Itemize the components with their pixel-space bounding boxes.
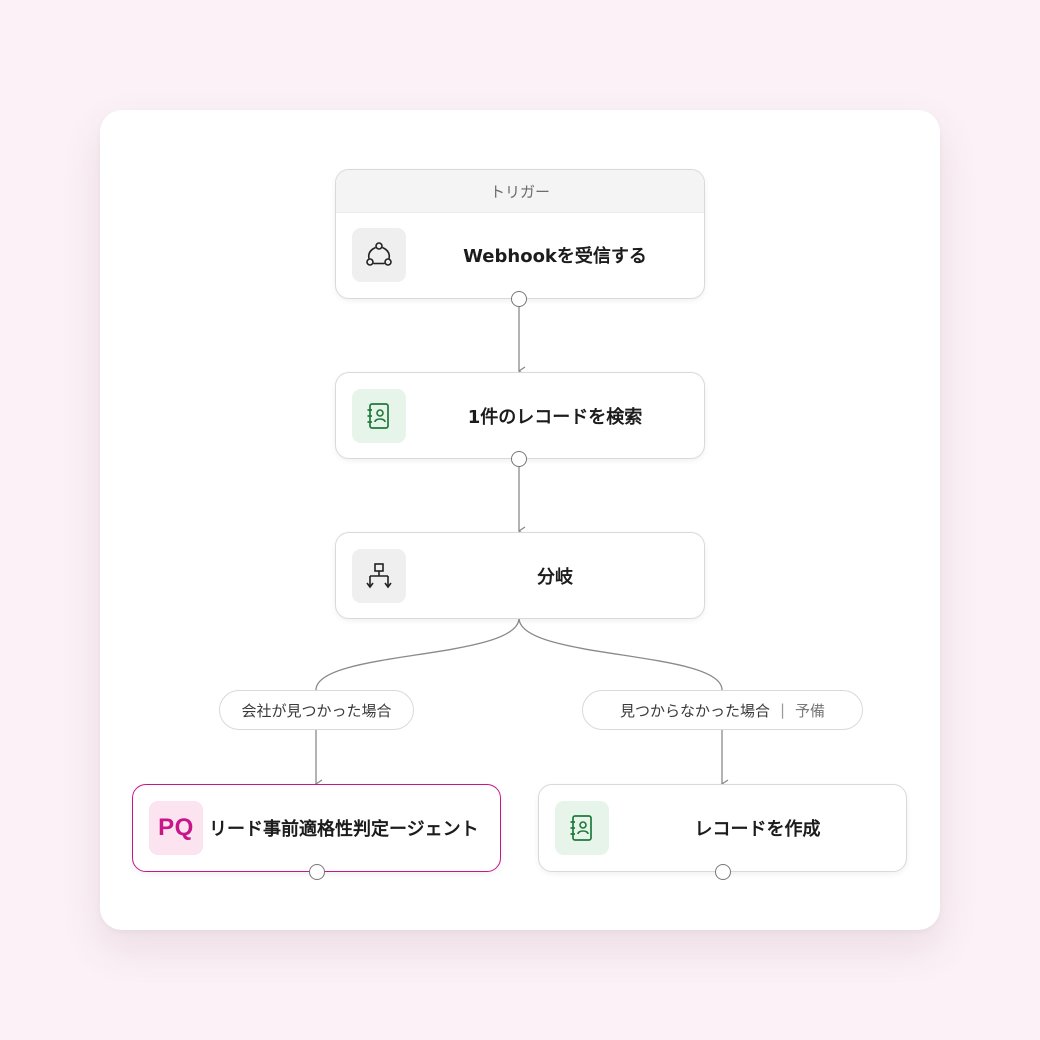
lead-qualification-agent-node[interactable]: PQ リード事前適格性判定ージェント — [132, 784, 501, 872]
webhook-icon — [352, 228, 406, 282]
trigger-header: トリガー — [336, 170, 704, 213]
fallback-tag: 予備 — [795, 701, 826, 720]
branch-label: 分岐 — [537, 566, 573, 588]
create-output-port[interactable] — [715, 864, 731, 880]
pq-agent-icon: PQ — [149, 801, 203, 855]
search-record-label: 1件のレコードを検索 — [467, 406, 643, 428]
record-book-icon — [555, 801, 609, 855]
branch-not-found-pill[interactable]: 見つからなかった場合 | 予備 — [582, 690, 863, 730]
branch-found-label: 会社が見つかった場合 — [241, 701, 392, 720]
record-book-icon — [352, 388, 406, 443]
trigger-output-port[interactable] — [511, 291, 527, 307]
pq-badge: PQ — [158, 814, 194, 841]
create-record-node[interactable]: レコードを作成 — [538, 784, 907, 872]
trigger-label: Webhookを受信する — [463, 246, 647, 267]
search-record-node[interactable]: 1件のレコードを検索 — [335, 372, 705, 459]
branch-node[interactable]: 分岐 — [335, 532, 705, 619]
branch-icon — [352, 548, 406, 603]
branch-not-found-label: 見つからなかった場合 — [619, 701, 770, 720]
agent-label: リード事前適格性判定ージェント — [209, 819, 479, 840]
create-record-label: レコードを作成 — [694, 819, 821, 840]
branch-separator: | — [779, 701, 786, 719]
agent-output-port[interactable] — [309, 864, 325, 880]
trigger-node[interactable]: トリガー Webhookを受信する — [335, 169, 705, 299]
branch-found-pill[interactable]: 会社が見つかった場合 — [219, 690, 414, 730]
search-output-port[interactable] — [511, 451, 527, 467]
